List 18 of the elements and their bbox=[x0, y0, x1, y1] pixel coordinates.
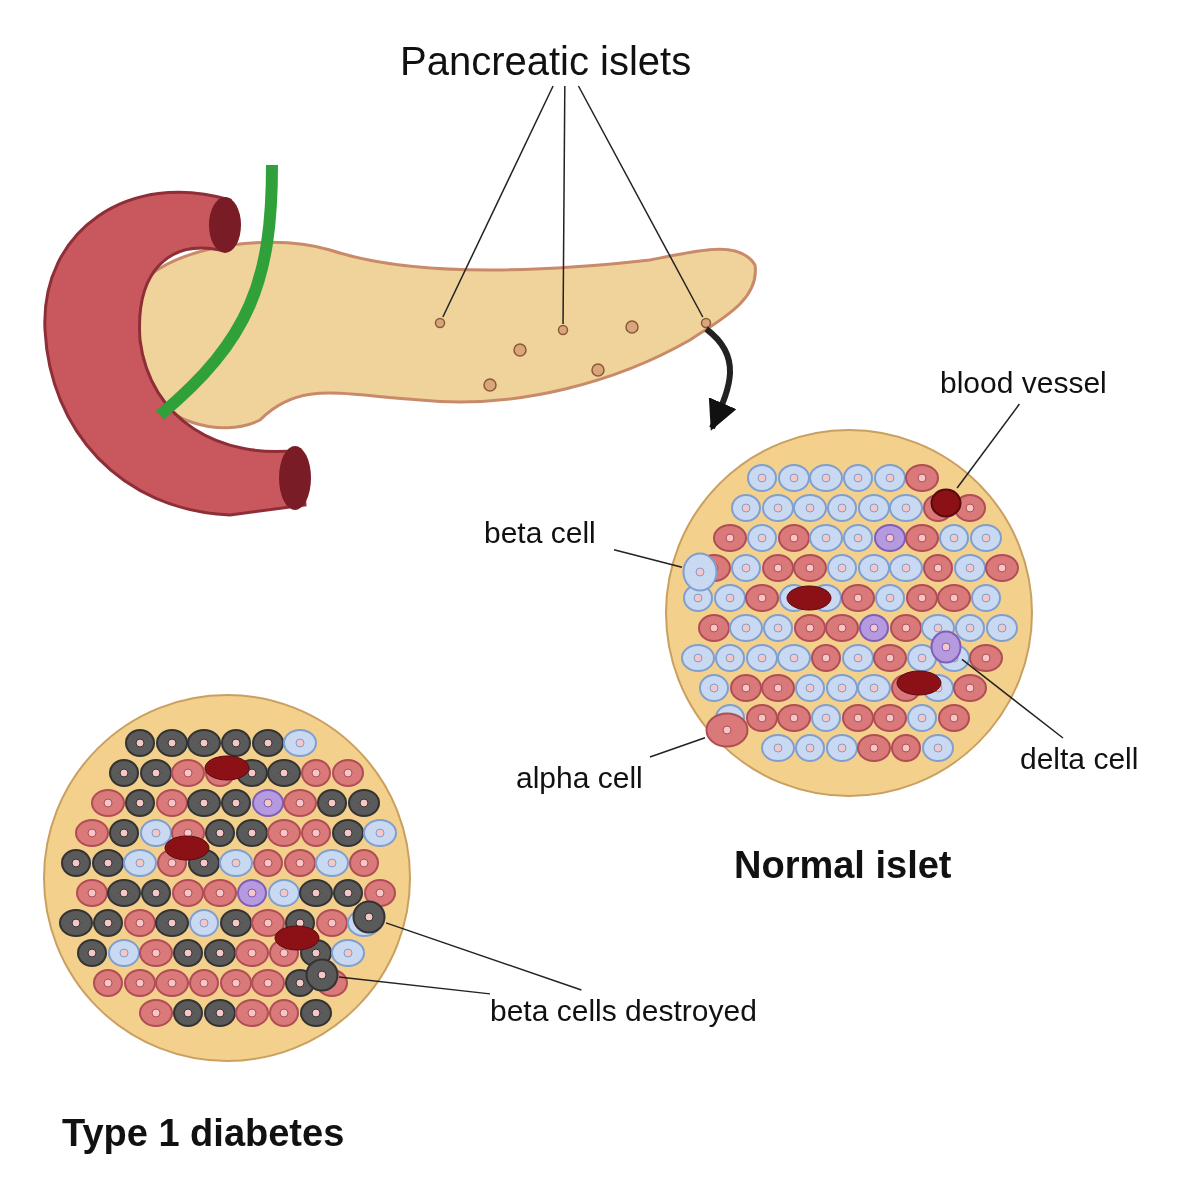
heading: Normal islet bbox=[734, 843, 952, 888]
leader-line bbox=[649, 736, 706, 758]
callout-label: delta cell bbox=[1020, 738, 1160, 780]
leader-line bbox=[338, 976, 491, 995]
callout-label: alpha cell bbox=[516, 757, 664, 799]
heading: Type 1 diabetes bbox=[62, 1111, 345, 1156]
callout-label: beta cell bbox=[484, 512, 614, 554]
callout-label: beta cells destroyed bbox=[490, 990, 795, 1032]
leader-line bbox=[613, 549, 683, 569]
callout-label: Pancreatic islets bbox=[400, 36, 730, 86]
leader-line bbox=[577, 85, 704, 318]
leader-line bbox=[562, 85, 566, 325]
leader-line bbox=[961, 658, 1064, 739]
leader-line bbox=[956, 403, 1021, 489]
leader-line bbox=[442, 85, 554, 318]
arrow bbox=[704, 326, 737, 431]
leader-line bbox=[385, 922, 583, 991]
callout-label: blood vessel bbox=[940, 362, 1130, 404]
